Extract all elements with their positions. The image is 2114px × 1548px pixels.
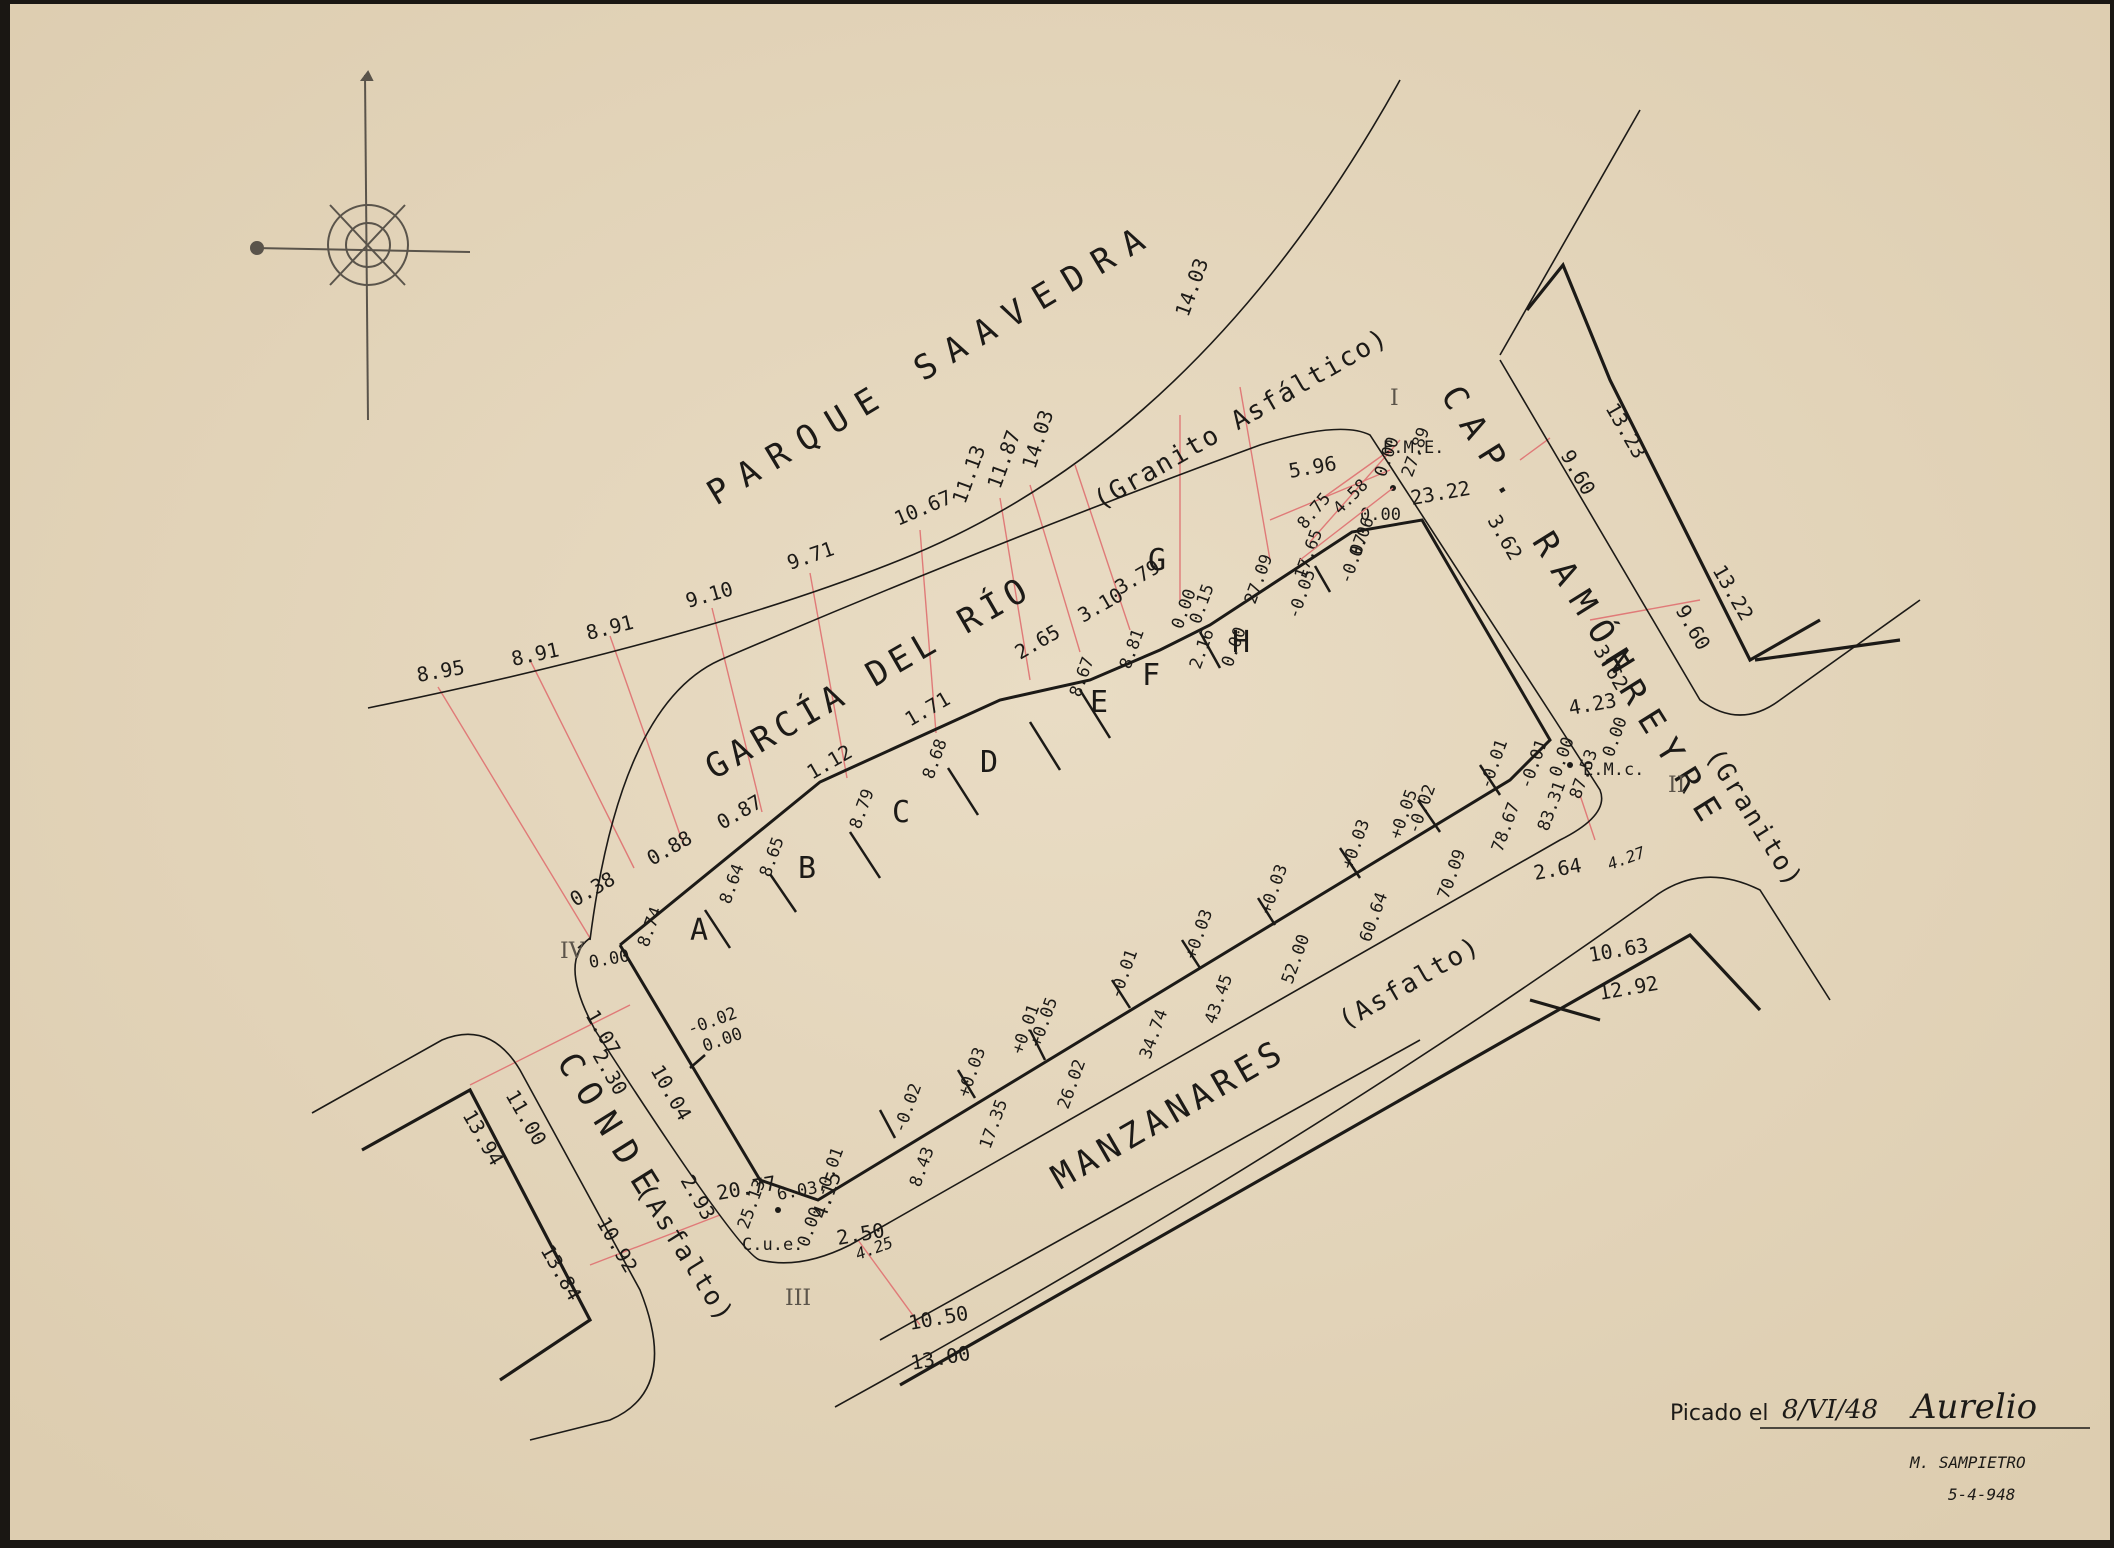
lot-B: B	[798, 851, 816, 886]
block-sidewalk	[574, 428, 1603, 1264]
lot-G: G	[1148, 543, 1166, 578]
thick-curbs	[361, 261, 1901, 1387]
picado-date: 8/VI/48	[1782, 1395, 1878, 1425]
corner-IV: IV	[560, 939, 586, 964]
lot-A: A	[690, 913, 708, 948]
svg-text:C.u.e.: C.u.e.	[742, 1235, 803, 1255]
svg-text:0.00: 0.00	[1360, 505, 1401, 525]
compass-rose-icon	[250, 70, 471, 421]
author-name: M. SAMPIETRO	[1909, 1453, 2026, 1472]
corner-I: I	[1390, 386, 1399, 411]
corner-II: II	[1668, 773, 1685, 798]
lot-C: C	[892, 795, 910, 830]
footer-stamp: Picado el 8/VI/48 Aurelio M. SAMPIETRO 5…	[1670, 1387, 2090, 1504]
picado-label: Picado el	[1670, 1401, 1769, 1426]
street-outlines	[311, 79, 1921, 1441]
signature: Aurelio	[1909, 1387, 2037, 1427]
author-date: 5-4-948	[1948, 1485, 2015, 1504]
parque-saavedra-curb	[367, 79, 1401, 709]
lot-division-ticks	[689, 565, 1502, 1139]
svg-text:E.M.E.: E.M.E.	[1383, 438, 1444, 458]
parcel-perimeter	[618, 518, 1552, 1202]
lot-F: F	[1142, 658, 1160, 693]
red-offset-lines	[437, 386, 1701, 1326]
lot-E: E	[1090, 685, 1108, 720]
corner-III: III	[785, 1286, 811, 1311]
lot-D: D	[980, 745, 998, 780]
svg-text:E.M.c.: E.M.c.	[1583, 760, 1644, 780]
paper-sheet	[10, 4, 2110, 1540]
lot-H: H	[1232, 625, 1250, 660]
